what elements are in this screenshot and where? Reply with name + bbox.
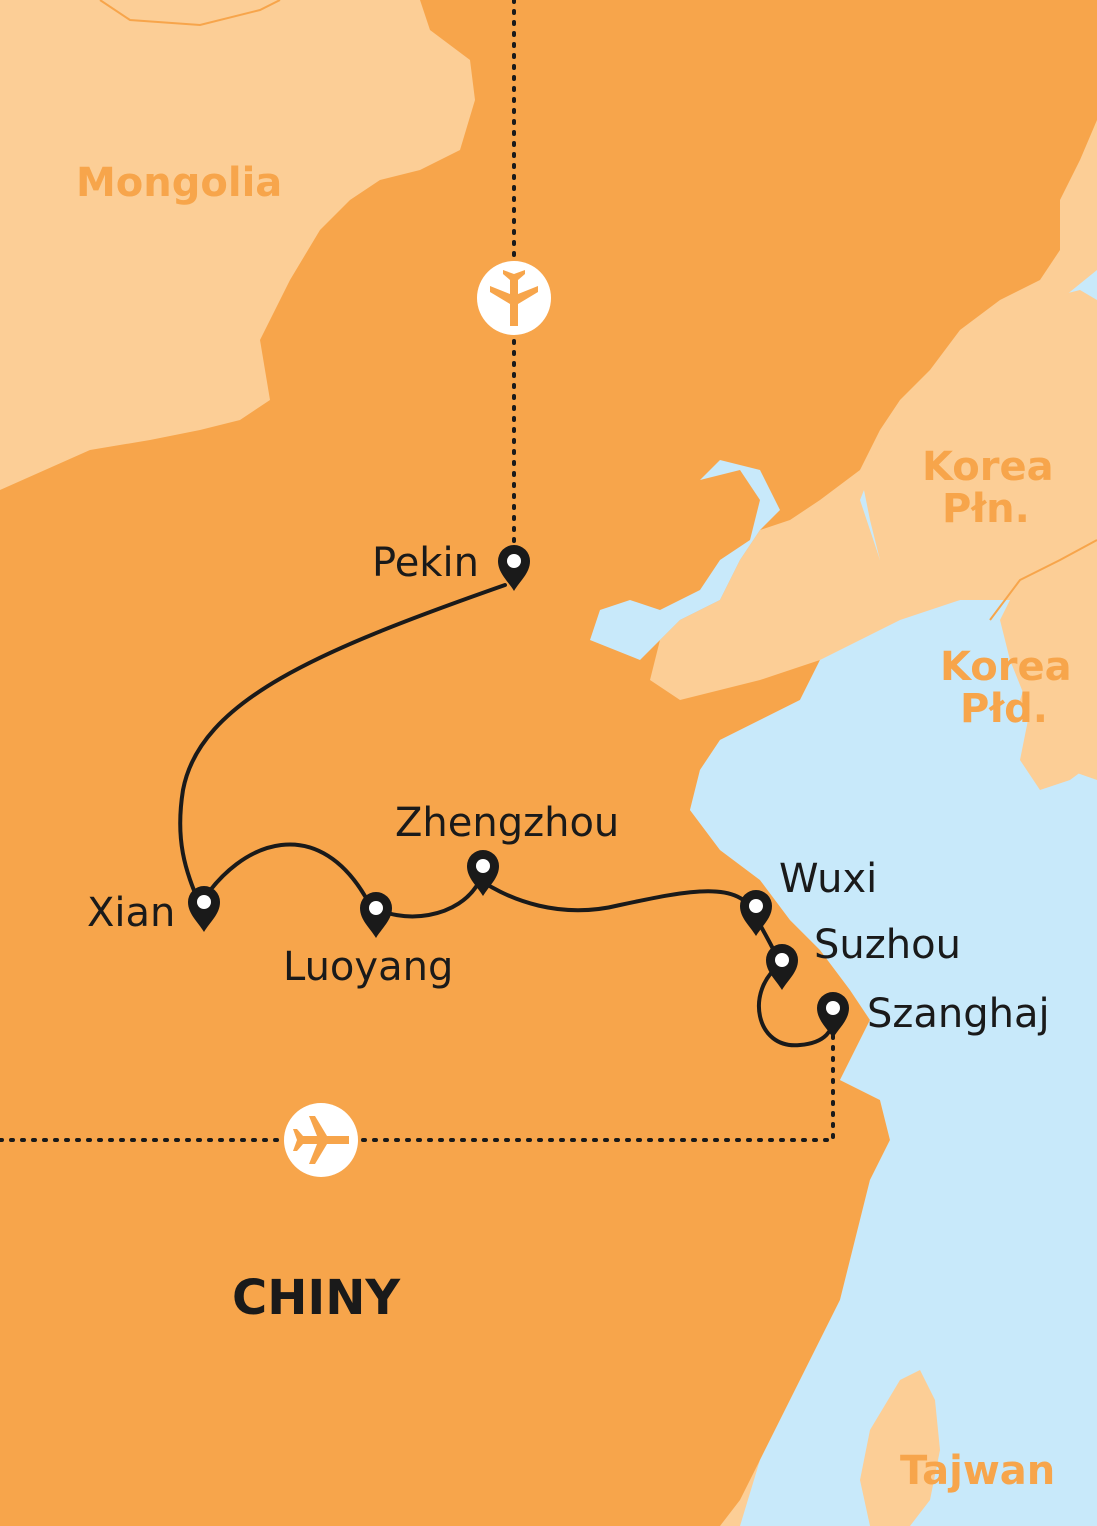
flight-path-departure (0, 1028, 835, 1142)
map-pin-icon (360, 892, 392, 938)
taiwan-island (860, 1370, 940, 1526)
map-pin-icon (467, 850, 499, 896)
airplane-departure-icon (284, 1103, 358, 1177)
northern-border (99, 0, 281, 27)
label-zhengzhou: Zhengzhou (395, 800, 619, 846)
label-luoyang: Luoyang (283, 944, 453, 990)
label-korea-south-1: Korea (940, 644, 1072, 690)
korea-border (989, 539, 1097, 621)
label-taiwan: Tajwan (900, 1448, 1055, 1494)
label-szanghaj: Szanghaj (867, 991, 1050, 1037)
label-korea-north-2: Płn. (942, 486, 1030, 532)
map-pin-icon (817, 992, 849, 1038)
label-china: CHINY (232, 1270, 401, 1326)
label-suzhou: Suzhou (814, 922, 961, 968)
map-pin-icon (188, 886, 220, 932)
airplane-arrival-icon (477, 261, 551, 335)
label-wuxi: Wuxi (779, 856, 877, 902)
label-mongolia: Mongolia (76, 160, 282, 206)
label-korea-south-2: Płd. (960, 686, 1048, 732)
label-pekin: Pekin (372, 540, 479, 586)
korea-region (860, 290, 1097, 790)
map-pin-icon (766, 944, 798, 990)
yellow-sea (690, 600, 1097, 1526)
label-korea-north-1: Korea (922, 444, 1054, 490)
map-pin-icon (498, 545, 530, 591)
label-xian: Xian (87, 890, 175, 936)
route-line (178, 583, 835, 1048)
map-pin-icon (740, 890, 772, 936)
bohai-sea (590, 460, 780, 660)
